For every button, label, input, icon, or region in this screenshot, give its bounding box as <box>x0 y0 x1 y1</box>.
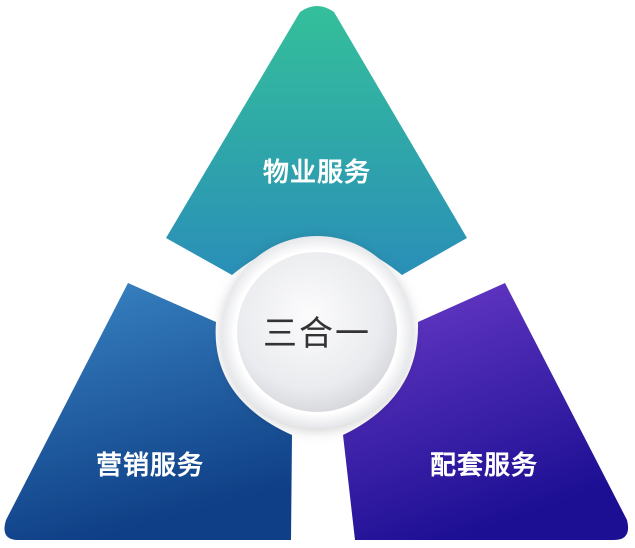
center-label: 三合一 <box>263 314 371 354</box>
segment-left-label: 营销服务 <box>96 451 204 481</box>
segment-right-label: 配套服务 <box>430 451 538 481</box>
center-inner-disc <box>237 252 397 412</box>
center-node: 三合一 <box>221 236 413 428</box>
segment-property-service: 物业服务 <box>166 6 467 275</box>
segment-marketing-service: 营销服务 <box>4 283 292 540</box>
segment-top-label: 物业服务 <box>263 158 371 188</box>
segment-right-shape <box>343 283 629 540</box>
segment-left-shape <box>4 283 292 540</box>
segment-supporting-service: 配套服务 <box>343 283 629 540</box>
segment-top-shape <box>166 6 467 275</box>
